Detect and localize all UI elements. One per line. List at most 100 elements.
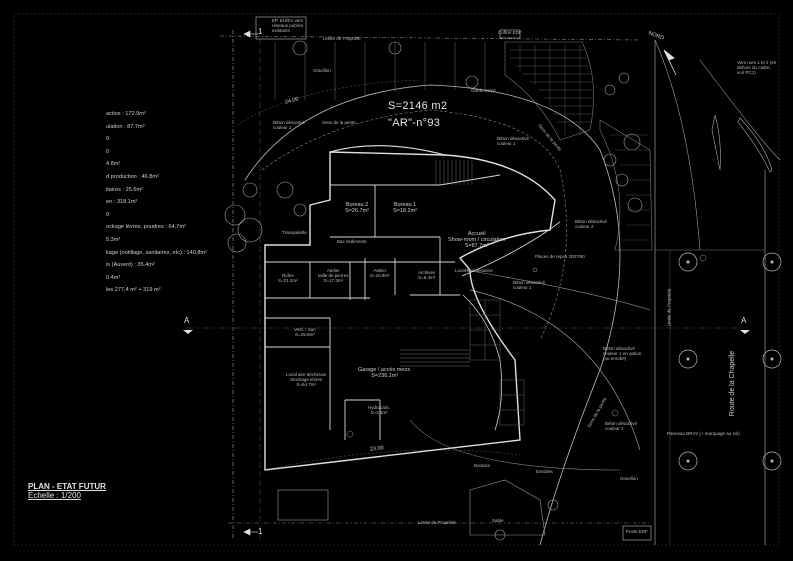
note-places-repos: Places de repos 2007/50 — [535, 254, 585, 259]
garden-arc — [409, 419, 621, 471]
room-area: Stockage lèvres — [290, 377, 323, 382]
note-vers-rues: Vers rues 1 et 2 (en dehors du cadre, vo… — [737, 60, 777, 75]
interior-walls — [265, 174, 501, 440]
building-outline — [264, 151, 556, 471]
room-name: Bureau 1 — [393, 202, 417, 208]
access-arc-lower — [469, 289, 641, 451]
access-arc-outer — [244, 84, 621, 546]
room-area: S=236.1m² — [371, 373, 399, 379]
area-line: is (Auvent) : 35.4m² — [106, 262, 155, 269]
note-sable: Sable — [492, 518, 504, 523]
note-gravillon-2: Gravillon — [620, 476, 638, 481]
room-archives: Archives S=6.4m² — [418, 270, 435, 280]
room-area: taille de pierres — [318, 273, 349, 278]
area-line: les 277,4 m² + 319 m² — [106, 287, 161, 294]
note-transpalette: Transpalette — [282, 230, 307, 235]
room-extra: S=17.3m² — [323, 278, 344, 283]
room-area: Show-room / circulation — [448, 237, 506, 243]
room-hydrocarb: Hydrocarb. S=3.1m² — [368, 405, 390, 415]
room-vestiaires: Vest. / San S=25.6m² — [294, 327, 316, 337]
planting-bed-top-right — [504, 41, 594, 141]
coffret-edf-box — [499, 29, 521, 39]
room-garage: Garage / accès mezz. S=236.1m² — [358, 367, 412, 379]
room-area: S=18.2m² — [393, 208, 417, 214]
note-limite-bottom: Limite de Propriété — [418, 520, 456, 525]
room-accueil: Accueil Show-room / circulation S=87.7m² — [448, 231, 505, 249]
room-name: Bureau 2 — [345, 202, 369, 208]
room-atelier-small: Atelier S=10.9m² — [370, 268, 390, 278]
drawing-title: PLAN - ETAT FUTUR — [28, 482, 106, 491]
note-beton-5: Béton désactivé couleur 1 — [513, 280, 546, 290]
cut-arrows — [243, 30, 258, 536]
parking-stripes — [274, 42, 486, 100]
room-rufes: Rufes S=21.2m² — [278, 273, 298, 283]
note-limite-right: Limite de Propriété — [666, 288, 672, 327]
planting-hatch-right — [610, 134, 650, 241]
parcel-ref-label: "AR"-n°93 — [388, 117, 441, 129]
area-line: en : 318.1m² — [106, 199, 138, 206]
section-marker-label-left: A — [184, 316, 190, 325]
room-atelier-taille: Atelier taille de pierres S=17.3m² — [318, 268, 349, 283]
room-area: S=26.7m² — [345, 208, 369, 214]
north-arrow — [663, 49, 677, 76]
room-name: Rufes — [281, 273, 294, 278]
area-line: d production : 46.8m² — [106, 173, 159, 180]
section-marker-right — [740, 330, 750, 334]
street-trees — [678, 252, 782, 471]
section-marker-label-right: A — [741, 316, 747, 325]
note-bacs: Bac sédiments — [337, 239, 367, 244]
building-curve-wall — [329, 145, 446, 156]
note-gravillon: Gravillon — [313, 68, 331, 73]
room-area: S=3.1m² — [370, 410, 388, 415]
parking-accessible-symbols — [346, 254, 707, 438]
note-beton-4: Béton désactivé couleur 1 en option (ou … — [603, 346, 642, 361]
poste-edf-box — [622, 525, 652, 541]
section-marker-left — [183, 330, 193, 334]
note-beton-6: Béton désactivé couleur 1 — [605, 421, 638, 431]
room-extra: S=64.7m² — [296, 382, 316, 387]
note-beton-3: Béton désactivé couleur 1 — [497, 136, 530, 146]
access-arc-lower2 — [464, 269, 651, 311]
planting-hatch — [510, 45, 593, 135]
access-arc-inner — [261, 109, 567, 341]
area-line: ulation : 87.7m² — [106, 123, 145, 130]
ep-network-box — [255, 16, 307, 40]
note-garde-corps: Garde corps — [471, 88, 496, 93]
room-area: S=10.9m² — [370, 273, 390, 278]
note-coffret-edf: Coffret EDF — [498, 30, 522, 35]
building-inner-curve — [461, 221, 561, 277]
road-curb-right — [699, 59, 781, 161]
room-name: Vest. / San — [294, 327, 316, 332]
shed-bottom-left — [277, 489, 329, 521]
note-poste-edf: Poste EDF — [626, 529, 648, 534]
planting-bed-right — [599, 119, 653, 251]
road-center — [711, 114, 721, 171]
annex-bottom — [469, 479, 546, 536]
bottom-dim-arc — [264, 449, 521, 471]
room-bureau-1: Bureau 1 S=18.2m² — [393, 202, 417, 214]
room-area: S=21.2m² — [278, 278, 298, 283]
street-name-label: Route de la Chapelle — [729, 350, 737, 417]
area-line: 0 — [106, 148, 110, 155]
area-summary-list: active : 172.9m² ulation : 87.7m² 0 0 4.… — [106, 108, 207, 297]
area-line: 0.4m² — [106, 274, 121, 281]
area-line: 4.8m² — [106, 161, 121, 168]
note-sens-pente-3: Sens de la pente — [322, 120, 356, 125]
title-block: PLAN - ETAT FUTUR Echelle : 1/200 — [28, 482, 106, 500]
area-line: 5.3m² — [106, 236, 121, 243]
note-panneau: Panneau BRAY (+ marquage au sol) — [667, 431, 740, 436]
room-name: Garage / accès mezz. — [358, 367, 412, 373]
note-ep-network: EP, EU/EV vers réseaux publics existants — [272, 18, 304, 33]
area-line: itaires : 25.6m² — [106, 186, 143, 193]
room-name: Local Maintenance — [455, 268, 493, 273]
planter-grid-right — [469, 299, 525, 426]
curved-facade — [462, 294, 503, 431]
site-area-label: S=2146 m2 — [388, 100, 448, 112]
road-island — [737, 117, 773, 173]
drawing-scale: Echelle : 1/200 — [28, 491, 81, 500]
room-name: Hydrocarb. — [368, 405, 391, 410]
area-line: kage (outillage, sanitaires, etc) : 140.… — [106, 249, 208, 256]
note-beton-1: Béton désactivé couleur 1 — [273, 120, 306, 130]
cut-marker-top-label: 1 — [258, 27, 263, 36]
